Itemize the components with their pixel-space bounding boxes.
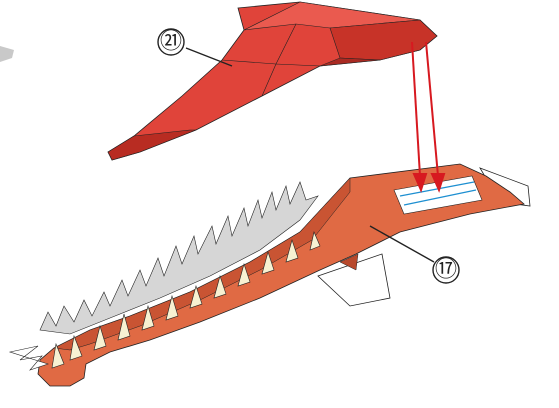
callout-21-label: ㉑: [160, 29, 182, 54]
previous-step-arrow-stub: [0, 46, 14, 62]
upper-jaw-part-21: [108, 2, 437, 160]
callout-17-label: ⑰: [435, 257, 457, 282]
callout-21: ㉑: [158, 29, 232, 67]
arrow-2-shaft: [426, 42, 438, 176]
upper-part-underside: [108, 130, 196, 160]
arrow-1-shaft: [412, 42, 420, 176]
